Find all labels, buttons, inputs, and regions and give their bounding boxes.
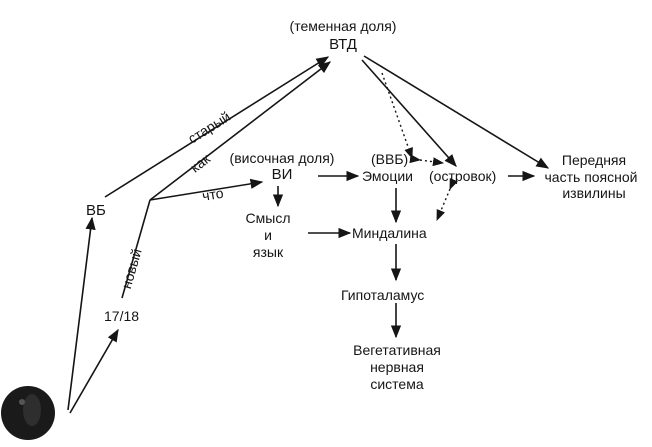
arrow-vtd-to-insula xyxy=(361,59,457,167)
node-meaning-line1: Смысл xyxy=(245,210,291,226)
dotted-arrow-vvb-insula xyxy=(409,154,445,167)
node-autonomic-line2: нервная xyxy=(370,359,424,375)
node-vvb: (ВВБ) xyxy=(371,151,409,167)
dotted-arrow-vtd-to-vvb xyxy=(381,72,413,160)
path-label-what: что xyxy=(201,184,225,204)
arrow-eye-to-vb xyxy=(67,216,96,411)
node-17-18: 17/18 xyxy=(104,308,140,324)
node-emotions: Эмоции xyxy=(362,168,413,184)
node-vi: ВИ xyxy=(271,166,293,183)
dotted-arrow-insula-amygdala xyxy=(436,177,459,222)
arrow-junction-to-vi xyxy=(149,178,264,201)
node-vtd: ВТД xyxy=(329,36,357,53)
arrow-vtd-to-anterior-cingulate xyxy=(363,55,550,169)
node-hypothalamus: Гипоталамус xyxy=(341,287,425,303)
arrow-junction-to-vtd xyxy=(149,61,332,201)
node-meaning-line3: язык xyxy=(252,244,284,260)
node-amygdala: Миндалина xyxy=(352,225,427,241)
node-anterior-cingulate-line1: Передняя xyxy=(561,152,627,168)
node-vb: ВБ xyxy=(86,202,106,219)
parietal-lobe-note: (теменная доля) xyxy=(289,18,397,34)
node-autonomic-line3: система xyxy=(370,376,424,392)
node-insula: (островок) xyxy=(429,168,497,184)
node-anterior-cingulate-line2: часть поясной xyxy=(544,169,638,185)
arrow-eye-to-17-18 xyxy=(69,328,119,414)
eye-icon xyxy=(1,386,55,440)
line-17-18-to-junction xyxy=(121,199,151,299)
temporal-lobe-note: (височная доля) xyxy=(229,150,335,166)
node-meaning-line2: и xyxy=(264,227,272,243)
arrow-vb-to-vtd xyxy=(104,56,330,198)
node-autonomic-line1: Вегетативная xyxy=(353,342,441,358)
node-anterior-cingulate-line3: извилины xyxy=(562,185,626,201)
